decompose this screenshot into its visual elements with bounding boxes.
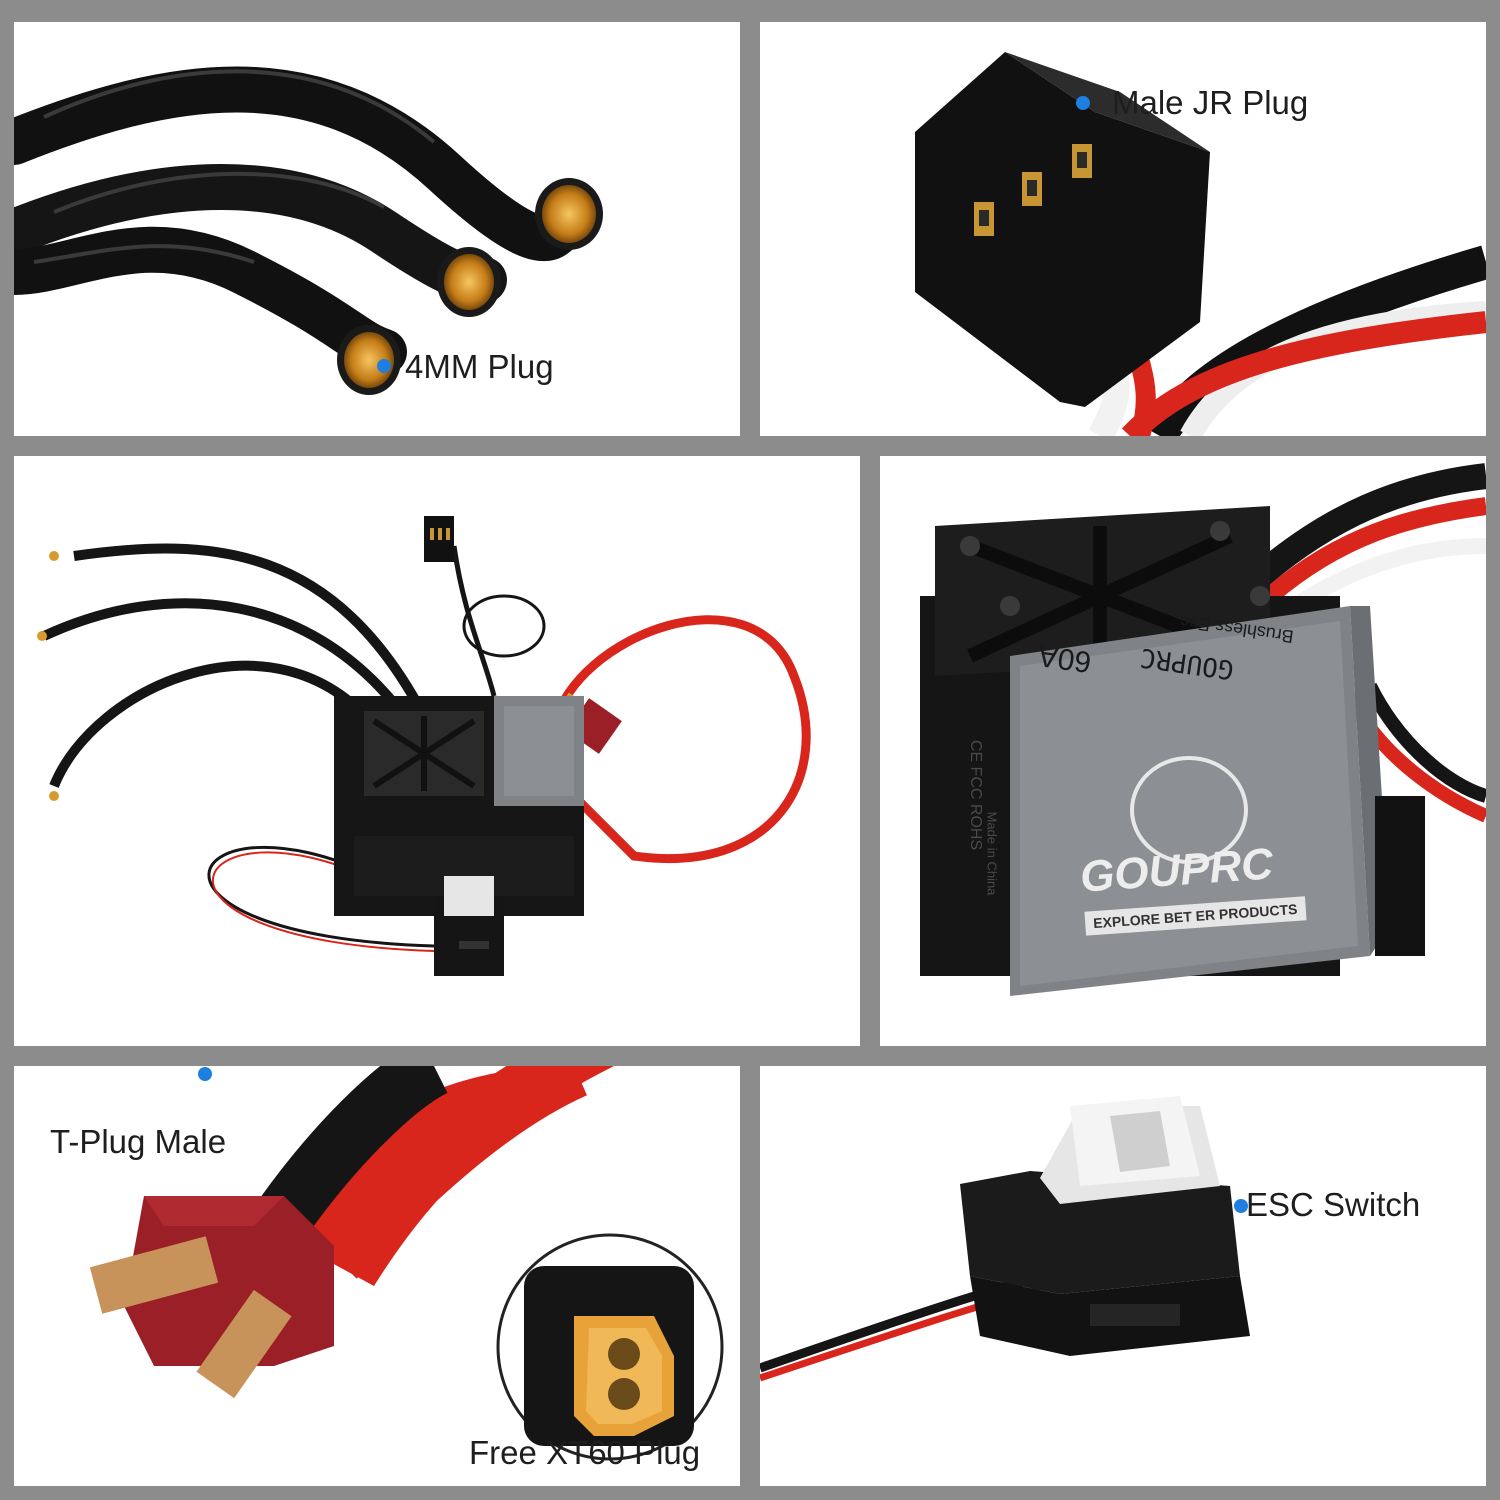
bullet-connectors-illustration	[14, 66, 603, 395]
t-plug-illustration	[89, 1066, 724, 1461]
panel-t-plug-xt60: T-Plug Male Free XT60 Plug	[14, 1066, 740, 1486]
esc-certification-marking: CE FCC ROHS	[967, 739, 985, 851]
panel-esc-closeup: GOUPRC Brushless Esc 60A CE FCC ROHS Mad…	[880, 456, 1486, 1046]
esc-assembly-illustration	[37, 516, 811, 976]
callout-free-xt60-plug: Free XT60 Plug	[469, 1434, 701, 1471]
callout-male-jr-plug: Male JR Plug	[1112, 84, 1309, 121]
blue-dot-icon	[1076, 96, 1090, 110]
panel-4mm-plug: 4MM Plug	[14, 22, 740, 436]
esc-origin-marking: Made in China	[984, 811, 1000, 896]
callout-t-plug-male: T-Plug Male	[50, 1123, 227, 1160]
esc-rating-marking: 60A	[1035, 638, 1094, 679]
blue-dot-icon	[198, 1067, 212, 1081]
panel-esc-overview	[14, 456, 860, 1046]
panel-esc-switch: ESC Switch	[760, 1066, 1486, 1486]
callout-esc-switch: ESC Switch	[1246, 1186, 1421, 1223]
jr-plug-illustration	[915, 52, 1486, 436]
bear-mascot-icon	[1130, 756, 1248, 864]
esc-switch-illustration	[760, 1096, 1250, 1382]
panel-male-jr-plug: Male JR Plug	[760, 22, 1486, 436]
blue-dot-icon	[1234, 1199, 1248, 1213]
callout-4mm-plug: 4MM Plug	[405, 348, 554, 385]
blue-dot-icon	[377, 359, 391, 373]
